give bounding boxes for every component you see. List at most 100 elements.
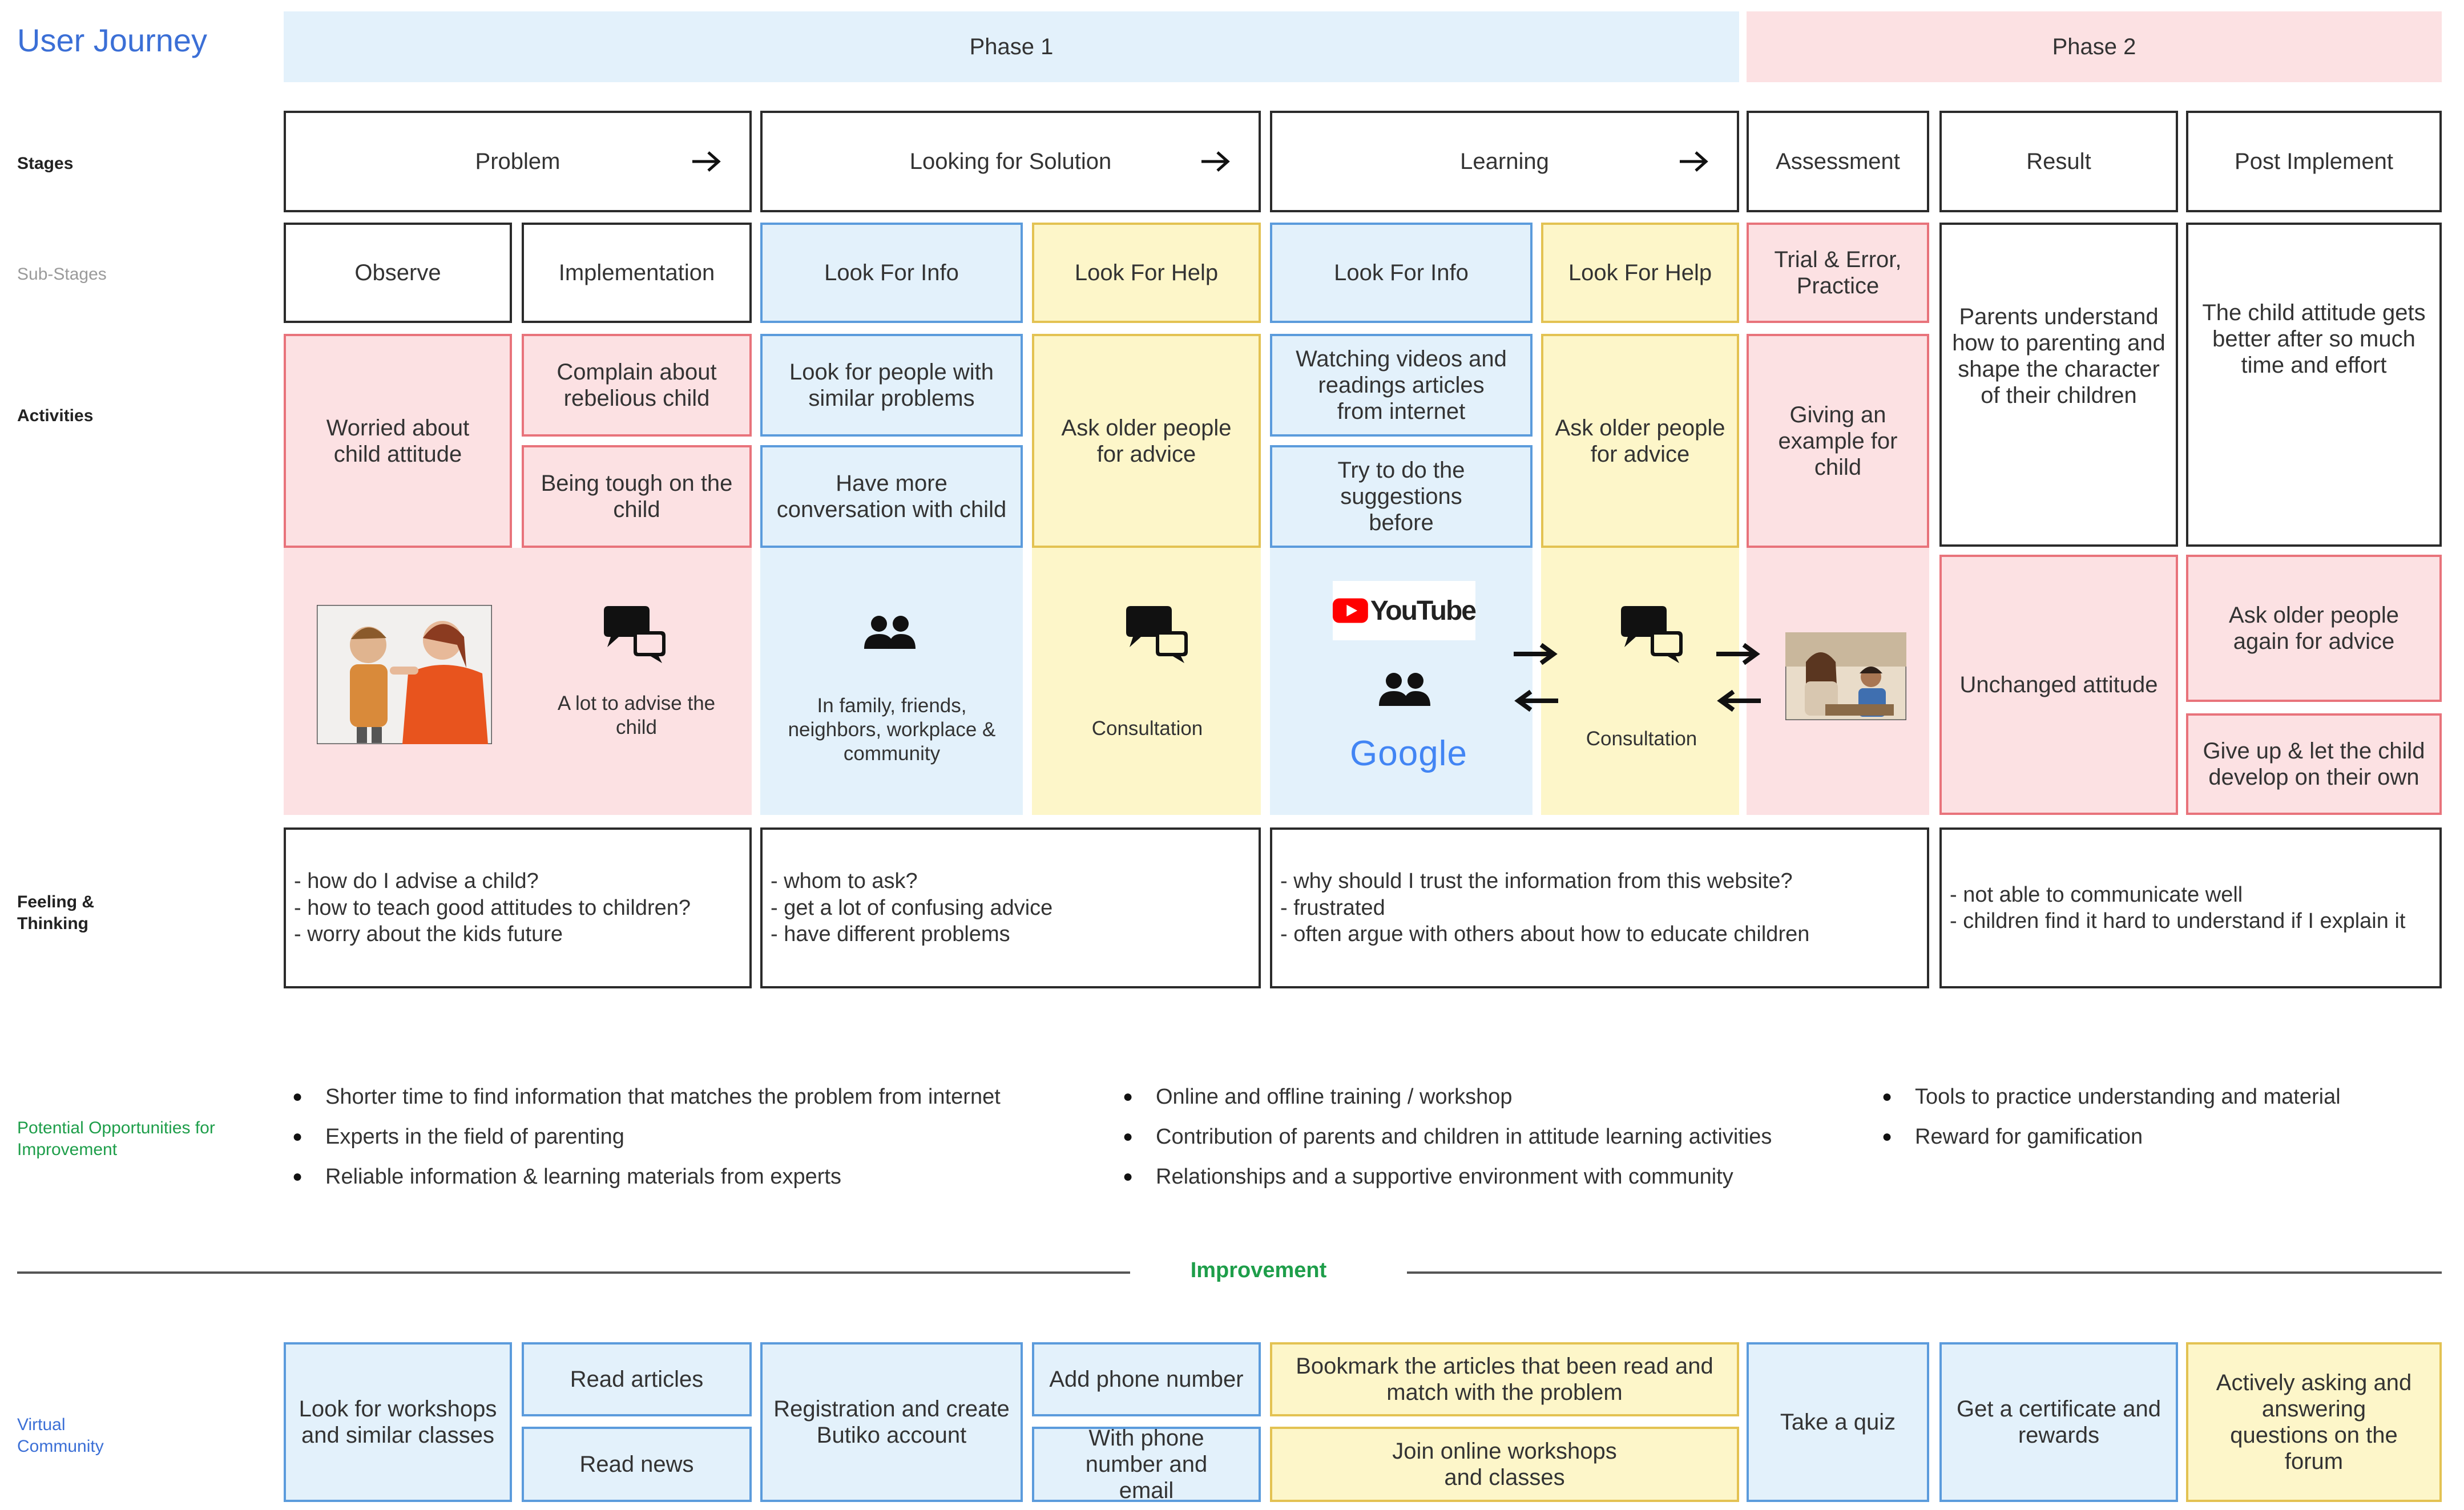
activity-try-suggestions: Try to do the suggestions before — [1270, 445, 1533, 548]
google-logo: Google — [1350, 733, 1467, 774]
youtube-play-icon — [1333, 598, 1368, 623]
opportunity-item: Relationships and a supportive environme… — [1123, 1164, 1733, 1190]
phase-1-label: Phase 1 — [969, 34, 1054, 59]
improvement-join-online: Join online workshops and classes — [1270, 1427, 1739, 1502]
activity-complain: Complain about rebelious child — [522, 334, 752, 437]
feeling-line: - often argue with others about how to e… — [1280, 922, 1810, 947]
page-title: User Journey — [17, 22, 208, 58]
swap-arrows-icon — [1514, 643, 1558, 712]
sub-stage-look-for-info: Look For Info — [760, 223, 1023, 323]
touchpoint-advise-label: A lot to advise the child — [557, 692, 716, 738]
sub-stage-look-for-help-2: Look For Help — [1541, 223, 1739, 323]
google-wordmark: Google — [1350, 734, 1467, 773]
zone-learning-help — [1541, 548, 1739, 815]
activity-ask-older: Ask older people for advice — [1032, 334, 1261, 548]
youtube-wordmark: YouTube — [1370, 595, 1477, 626]
post-implement-description: The child attitude gets better after so … — [2186, 223, 2442, 547]
activity-tough: Being tough on the child — [522, 445, 752, 548]
improvement-certificate: Get a certificate and rewards — [1939, 1342, 2178, 1502]
improvement-bookmark: Bookmark the articles that been read and… — [1270, 1342, 1739, 1416]
feeling-problem: - how do I advise a child? - how to teac… — [284, 827, 752, 988]
result-description: Parents understand how to parenting and … — [1939, 223, 2178, 547]
touchpoint-family-label: In family, friends, neighbors, workplace… — [788, 695, 996, 765]
improvement-phone-email: With phone number and email — [1032, 1426, 1261, 1503]
activity-ask-again: Ask older people again for advice — [2186, 555, 2442, 702]
activity-giving-example: Giving an example for child — [1747, 334, 1929, 548]
phase-1-header: Phase 1 — [284, 11, 1739, 82]
activity-unchanged-attitude: Unchanged attitude — [1939, 555, 2178, 815]
youtube-logo: YouTube — [1333, 581, 1477, 640]
activity-give-up: Give up & let the child develop on their… — [2186, 713, 2442, 815]
sub-stage-observe: Observe — [284, 223, 512, 323]
stage-assessment-label: Assessment — [1776, 148, 1900, 174]
chat-bubbles-icon — [604, 606, 666, 663]
stage-learning-label: Learning — [1460, 148, 1549, 174]
feeling-line: - how to teach good attitudes to childre… — [294, 895, 691, 920]
arrow-right-icon — [1201, 151, 1230, 172]
sub-stage-implementation: Implementation — [522, 223, 752, 323]
improvement-add-phone: Add phone number — [1032, 1342, 1261, 1416]
swap-arrows-icon — [1716, 643, 1761, 712]
divider-left — [17, 1271, 1130, 1274]
row-label-sub-stages: Sub-Stages — [17, 265, 107, 284]
opportunity-item: Online and offline training / workshop — [1123, 1084, 1513, 1111]
phase-2-header: Phase 2 — [1747, 11, 2442, 82]
feeling-line: - whom to ask? — [771, 869, 918, 894]
improvement-read-news: Read news — [522, 1427, 752, 1502]
row-label-stages: Stages — [17, 154, 74, 173]
opportunity-item: Tools to practice understanding and mate… — [1882, 1084, 2341, 1111]
sub-stage-trial-error: Trial & Error, Practice — [1747, 223, 1929, 323]
zone-looking-help — [1032, 548, 1261, 815]
sub-stage-look-for-info-2: Look For Info — [1270, 223, 1533, 323]
row-label-feeling: Feeling & Thinking — [17, 893, 95, 933]
parent-child-photo — [317, 605, 492, 744]
sub-stage-look-for-help: Look For Help — [1032, 223, 1261, 323]
divider-right — [1407, 1271, 2442, 1274]
stage-post-label: Post Implement — [2235, 148, 2393, 174]
feeling-line: - frustrated — [1280, 895, 1385, 920]
stage-problem: Problem — [284, 111, 752, 212]
opportunity-item: Reliable information & learning material… — [292, 1164, 841, 1190]
chat-bubbles-icon — [1621, 606, 1683, 663]
stage-result-label: Result — [2026, 148, 2091, 174]
activity-watching: Watching videos and readings articles fr… — [1270, 334, 1533, 437]
row-label-virtual-community: Virtual Community — [17, 1415, 104, 1456]
stage-looking-for-solution: Looking for Solution — [760, 111, 1261, 212]
feeling-line: - not able to communicate well — [1950, 882, 2243, 907]
chat-bubbles-icon — [1126, 606, 1188, 663]
feeling-looking: - whom to ask? - get a lot of confusing … — [760, 827, 1261, 988]
feeling-line: - worry about the kids future — [294, 922, 563, 947]
stage-result: Result — [1939, 111, 2178, 212]
improvement-workshops: Look for workshops and similar classes — [284, 1342, 512, 1502]
stage-assessment: Assessment — [1747, 111, 1929, 212]
activity-worried: Worried about child attitude — [284, 334, 512, 548]
opportunity-item: Contribution of parents and children in … — [1123, 1124, 1772, 1150]
feeling-line: - children find it hard to understand if… — [1950, 909, 2406, 933]
feeling-line: - have different problems — [771, 922, 1010, 947]
phase-2-label: Phase 2 — [2052, 34, 2136, 59]
activity-conversation: Have more conversation with child — [760, 445, 1023, 548]
touchpoint-consultation-2-label: Consultation — [1586, 728, 1697, 750]
activity-ask-older-2: Ask older people for advice — [1541, 334, 1739, 548]
activity-look-people: Look for people with similar problems — [760, 334, 1023, 437]
row-label-activities: Activities — [17, 406, 94, 425]
stage-learning: Learning — [1270, 111, 1739, 212]
improvement-label: Improvement — [1190, 1258, 1327, 1282]
improvement-read-articles: Read articles — [522, 1342, 752, 1416]
family-learning-photo — [1785, 632, 1906, 720]
feeling-line: - get a lot of confusing advice — [771, 895, 1053, 920]
row-label-opportunities: Potential Opportunities for Improvement — [17, 1119, 215, 1159]
touchpoint-consultation-label: Consultation — [1091, 717, 1203, 740]
arrow-right-icon — [1680, 151, 1708, 172]
people-icon — [864, 616, 916, 649]
stage-problem-label: Problem — [475, 148, 560, 174]
improvement-asking-forum: Actively asking and answering questions … — [2186, 1342, 2442, 1502]
opportunity-item: Reward for gamification — [1882, 1124, 2143, 1150]
stage-post-implement: Post Implement — [2186, 111, 2442, 212]
feeling-line: - why should I trust the information fro… — [1280, 869, 1793, 894]
opportunity-item: Shorter time to find information that ma… — [292, 1084, 1001, 1111]
feeling-line: - how do I advise a child? — [294, 869, 539, 894]
arrow-right-icon — [692, 151, 721, 172]
opportunity-item: Experts in the field of parenting — [292, 1124, 624, 1150]
zone-looking-info — [760, 548, 1023, 815]
